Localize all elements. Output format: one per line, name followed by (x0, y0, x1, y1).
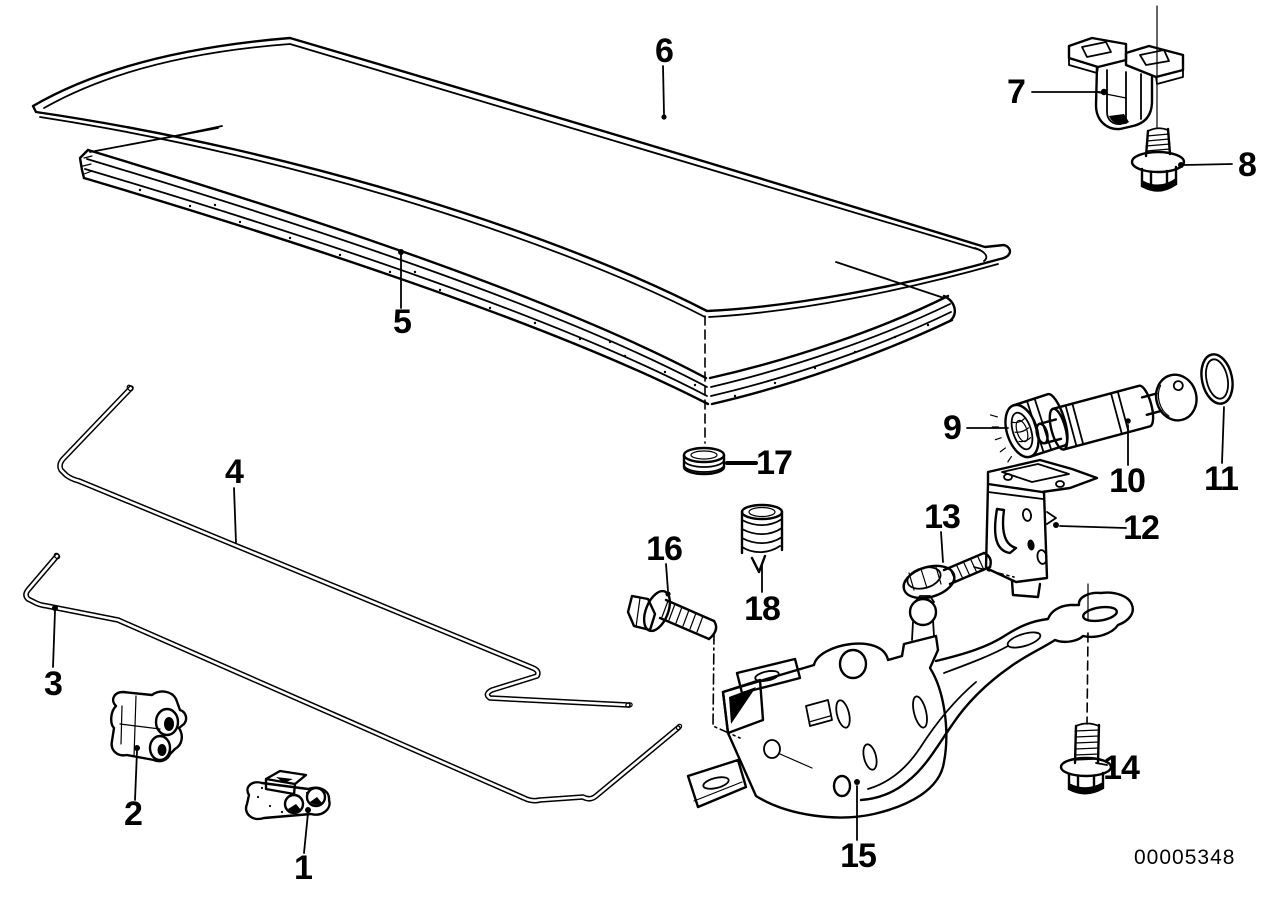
callout-8[interactable]: 8 (1238, 146, 1257, 184)
part-1-clip (244, 769, 331, 821)
callout-13-leader (940, 531, 944, 563)
part-10-lock-cylinder-key (1035, 373, 1198, 451)
part-16-bolt (626, 589, 718, 641)
callout-1[interactable]: 1 (294, 849, 313, 887)
drawing-number: 00005348 (1134, 846, 1236, 869)
callout-3[interactable]: 3 (44, 665, 63, 703)
callout-2-leader (134, 750, 138, 801)
callout-3-leader (52, 610, 56, 668)
callout-16-leader (665, 563, 669, 592)
part-4-torsion-bar (57, 384, 633, 708)
callout-18[interactable]: 18 (744, 590, 781, 628)
callout-7[interactable]: 7 (1007, 73, 1026, 111)
part-7-buffer-wedge (1067, 36, 1185, 131)
part-18-buffer-spring (740, 503, 784, 574)
part-5-trunk-seal-band (78, 125, 956, 406)
callout-4-leader (233, 487, 237, 544)
callout-11-leader (1221, 406, 1225, 464)
assembly-axis-lines (704, 5, 1158, 739)
callout-6-leader (662, 65, 665, 115)
callout-16[interactable]: 16 (646, 530, 683, 568)
callout-1-leader (303, 812, 309, 854)
part-6-trunk-lid-panel (31, 36, 1012, 318)
callout-5[interactable]: 5 (393, 303, 412, 341)
callout-11[interactable]: 11 (1204, 460, 1239, 498)
part-12-striker-bracket (984, 458, 1099, 599)
callout-14[interactable]: 14 (1103, 749, 1140, 787)
callout-15[interactable]: 15 (840, 837, 877, 875)
callout-2[interactable]: 2 (124, 795, 143, 833)
callout-10[interactable]: 10 (1109, 462, 1146, 500)
part-17-plug (682, 446, 726, 476)
callout-8-leader (1183, 163, 1233, 166)
callout-14-leader (1095, 762, 1108, 766)
callout-4[interactable]: 4 (225, 453, 244, 491)
part-3-torsion-bar (23, 552, 683, 804)
seal-stipple-dots (138, 188, 930, 398)
callout-6[interactable]: 6 (655, 32, 674, 70)
part-2-clip (110, 690, 188, 763)
callout-13[interactable]: 13 (924, 498, 961, 536)
callout-17[interactable]: 17 (756, 444, 793, 482)
part-11-trim-ring (1200, 353, 1234, 405)
part-13-bolt (902, 551, 992, 600)
part-8-bolt (1130, 127, 1186, 192)
callout-12[interactable]: 12 (1123, 509, 1160, 547)
part-15-lock-bracket-lever (686, 591, 1134, 819)
callout-9[interactable]: 9 (943, 409, 962, 447)
callout-leader-lines (52, 65, 1233, 854)
part-14-bolt (1059, 722, 1113, 795)
callout-12-leader (1059, 525, 1127, 529)
